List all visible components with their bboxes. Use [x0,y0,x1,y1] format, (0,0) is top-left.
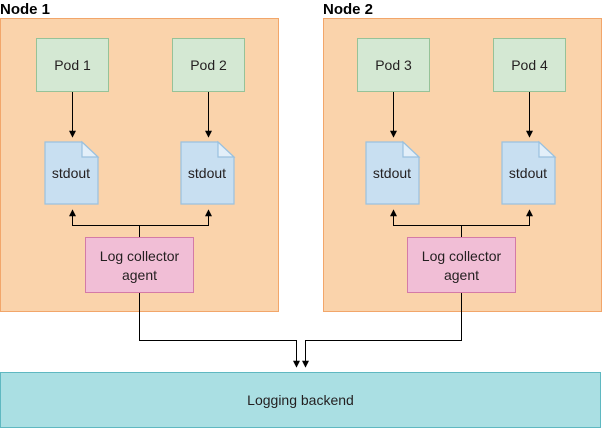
pod-3: Pod 3 [357,38,430,92]
stdout-3-label: stdout [373,165,411,181]
pod-4-box [493,38,566,92]
stdout-file-1: stdout [44,140,100,205]
log-collector-agent-1: Log collector agent [85,237,194,293]
agent-1-to-backend-arrow [139,293,300,368]
stdout-4-label: stdout [509,165,547,181]
node-1: Node 1 Pod 1 Pod 2 stdout stdout Log col… [0,1,279,312]
agent-1-label-line2: agent [122,267,157,283]
logging-backend-box [0,372,601,428]
pod-1-label: Pod 1 [54,57,91,73]
pod-1-box [36,38,109,92]
logging-backend-label: Logging backend [247,392,354,408]
stdout-file-3: stdout [365,140,421,205]
log-collector-agent-2: Log collector agent [407,237,516,293]
agent-1-box [85,237,194,293]
pod-3-label: Pod 3 [375,57,412,73]
pod-2-box [172,38,245,92]
pod-3-box [357,38,430,92]
agent-2-to-backend-arrow [302,293,462,368]
stdout-2-label: stdout [188,165,226,181]
agent-2-box [407,237,516,293]
agent-2-to-stdout-4-arrow [461,209,533,226]
pod-4: Pod 4 [493,38,566,92]
node-2: Node 2 Pod 3 Pod 4 stdout stdout Log col… [323,1,602,312]
stdout-file-4: stdout [501,140,557,205]
agent-2-label-line2: agent [444,267,479,283]
node-1-title: Node 1 [0,1,50,18]
pod-2: Pod 2 [172,38,245,92]
pod-1: Pod 1 [36,38,109,92]
agent-1-label-line1: Log collector [100,248,180,264]
logging-backend: Logging backend [0,372,601,428]
agent-1-to-stdout-2-arrow [139,209,212,226]
node-2-title: Node 2 [323,1,373,18]
agent-2-label-line1: Log collector [422,248,502,264]
pod-2-label: Pod 2 [190,57,227,73]
agent-2-to-stdout-3-arrow [390,209,462,237]
stdout-file-2: stdout [180,140,236,205]
agent-1-to-stdout-1-arrow [69,209,140,237]
pod-4-label: Pod 4 [511,57,548,73]
stdout-1-label: stdout [52,165,90,181]
